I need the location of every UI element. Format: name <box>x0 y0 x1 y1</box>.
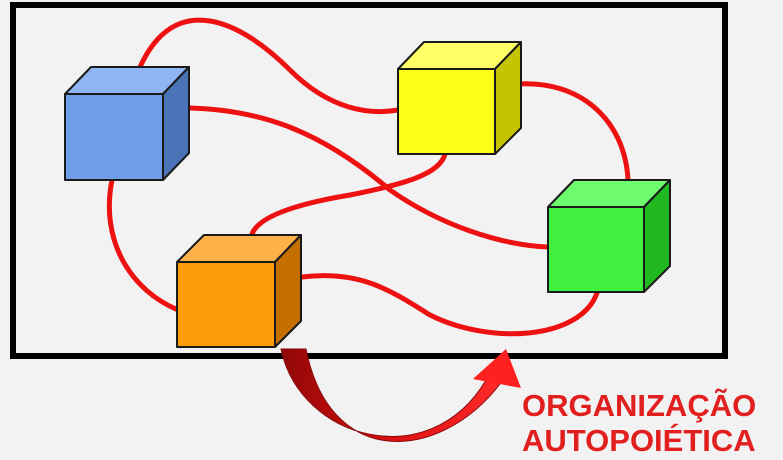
caption-line-1: ORGANIZAÇÃO <box>522 388 756 423</box>
connection-yellow-green <box>515 81 631 183</box>
curved-arrow <box>280 348 521 442</box>
connection-yellow-orange <box>249 151 448 237</box>
curved-arrow-body <box>280 348 501 442</box>
connection-blue-orange <box>106 177 181 313</box>
green-cube <box>547 179 671 293</box>
curved-arrow-head <box>473 349 521 388</box>
connection-blue-green <box>187 105 551 250</box>
connection-orange-green <box>299 273 600 337</box>
orange-cube <box>176 234 302 348</box>
system-boundary-frame <box>10 2 728 359</box>
caption-line-2: AUTOPOIÉTICA <box>522 423 756 458</box>
yellow-cube <box>397 41 522 155</box>
connections <box>106 17 631 337</box>
connection-blue-yellow <box>137 17 401 115</box>
blue-cube <box>64 66 190 181</box>
